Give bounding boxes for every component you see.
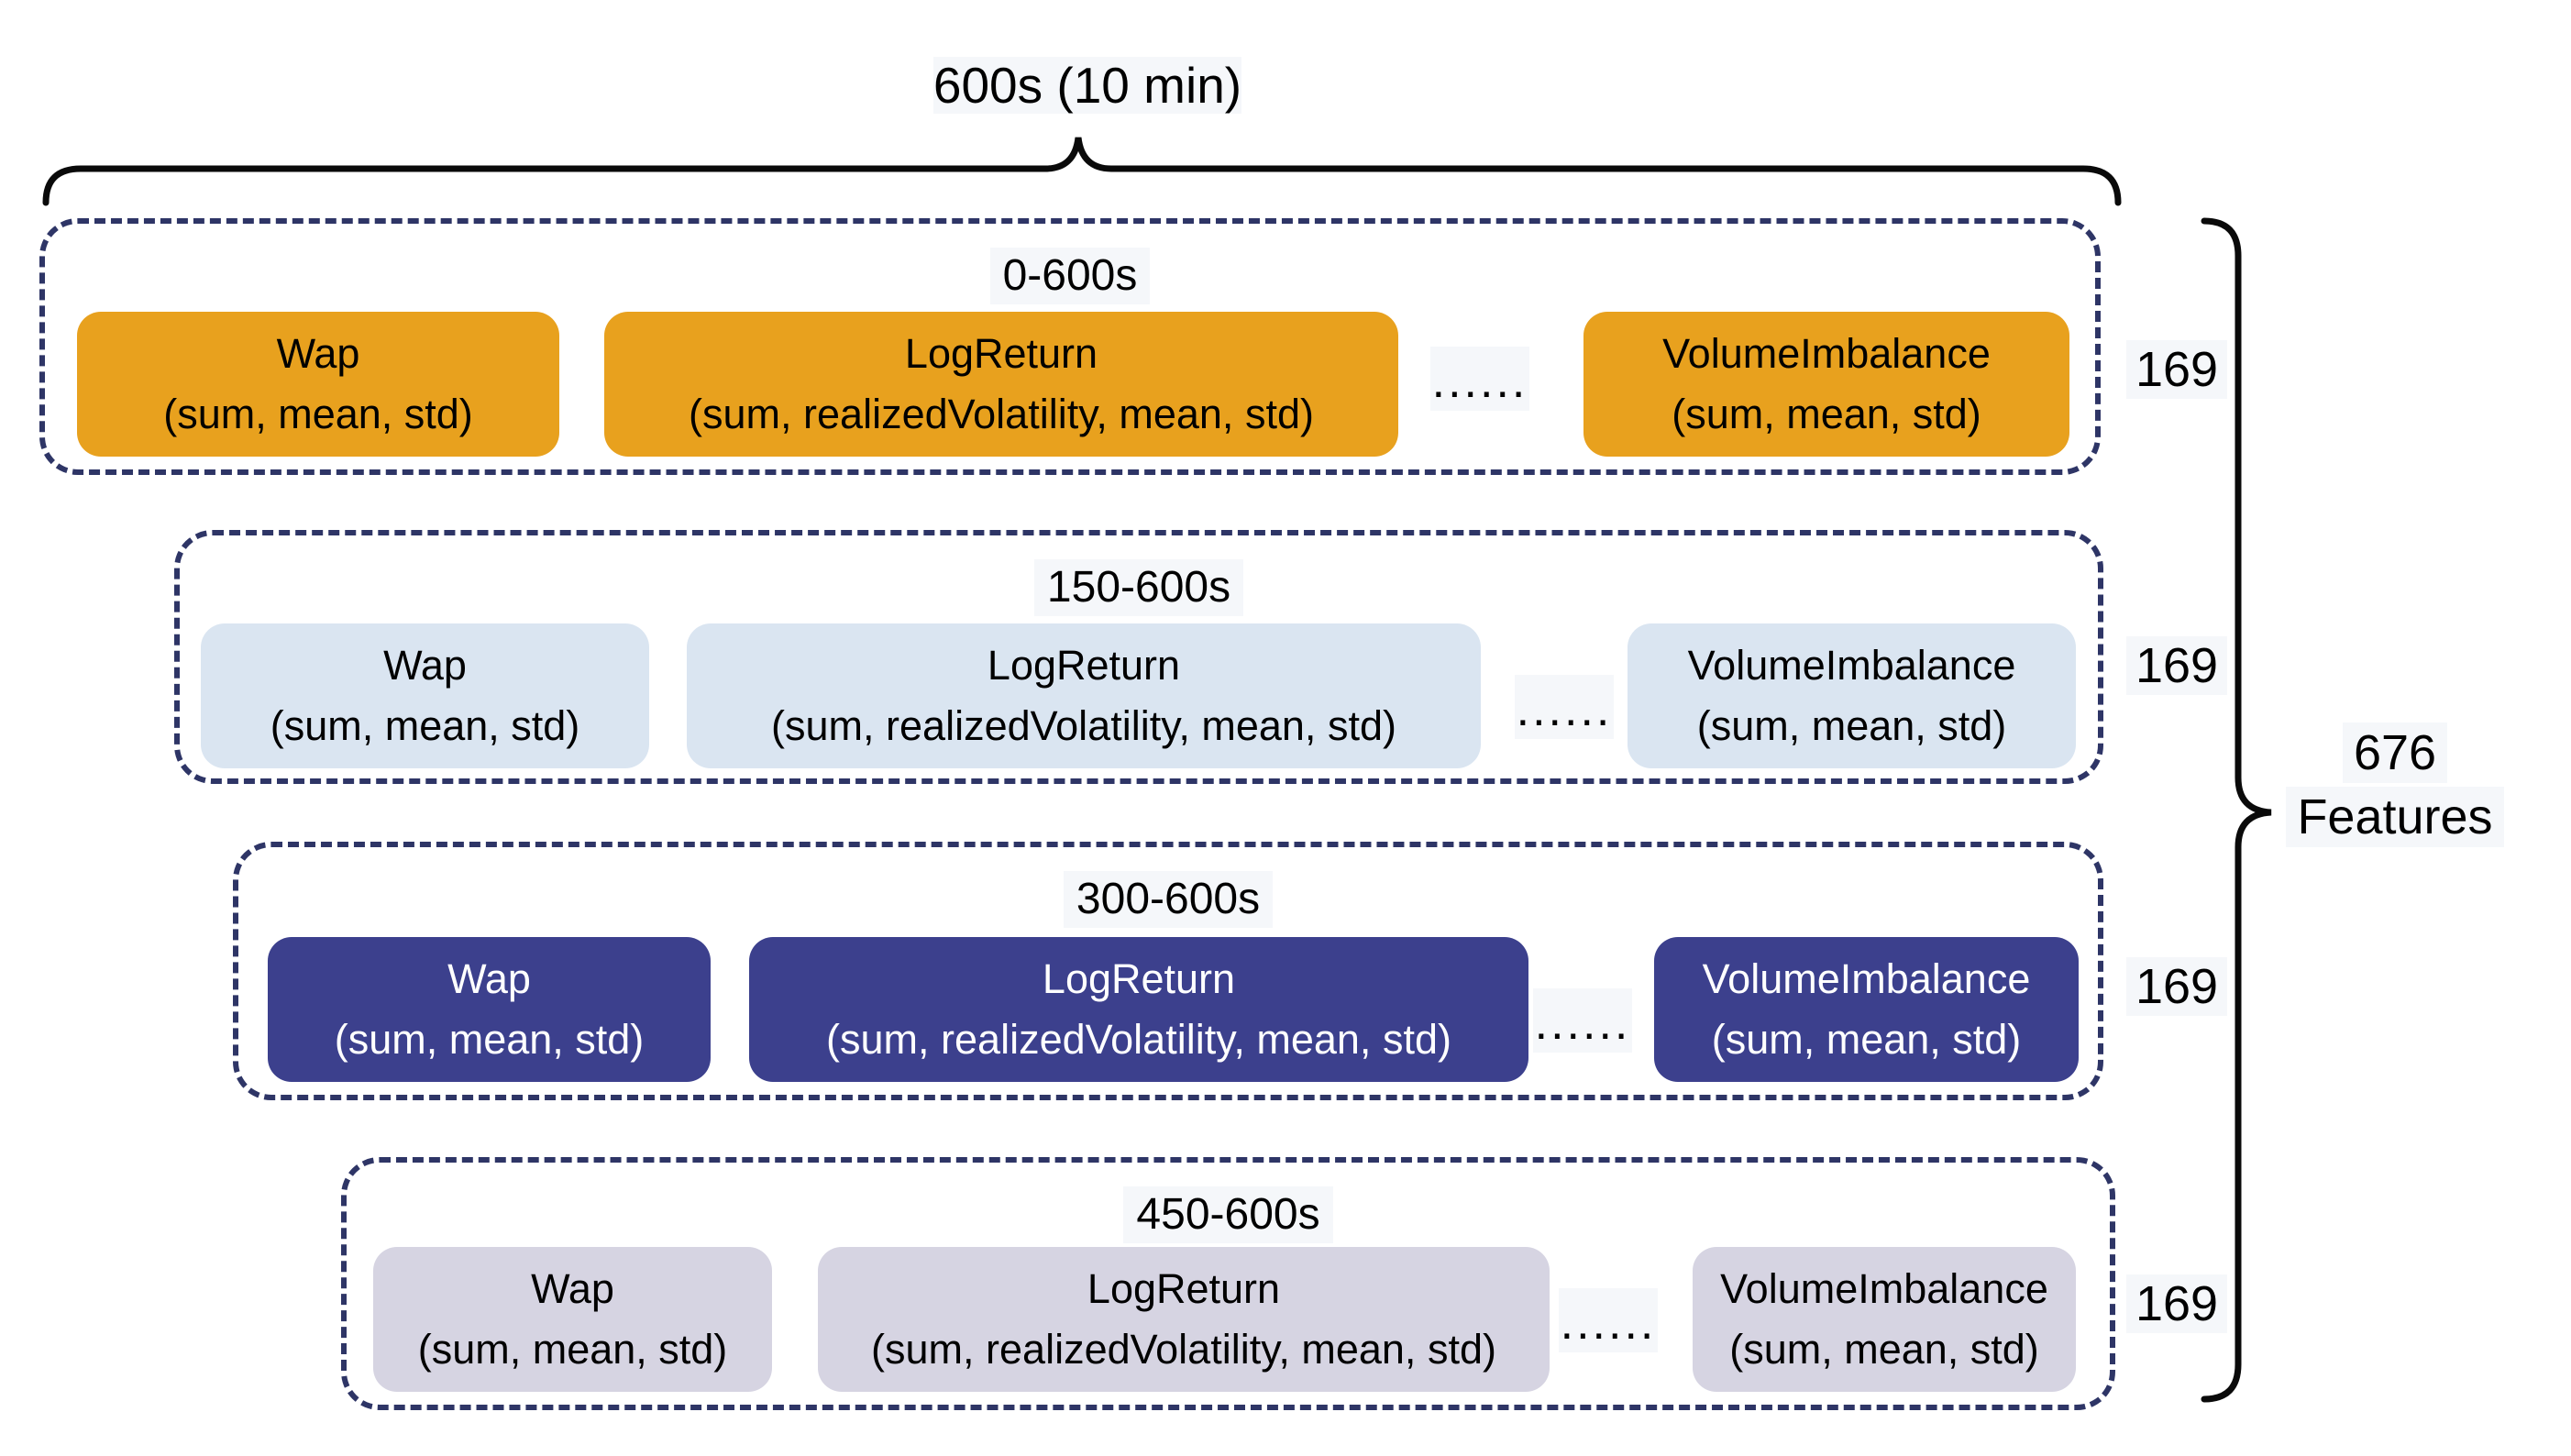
feature-box-title: VolumeImbalance [1687,642,2016,689]
ellipsis-dots: ...... [1559,1288,1658,1352]
feature-box-title: LogReturn [904,330,1098,377]
feature-box-stats: (sum, realizedVolatility, mean, std) [689,391,1314,437]
top-brace-icon [42,137,2122,206]
feature-box-title: Wap [383,642,467,689]
total-features-label: 676 Features [2283,722,2507,851]
window-frame-450-600s: 450-600s [341,1157,2115,1410]
feature-box-stats: (sum, mean, std) [417,1326,728,1373]
feature-box-stats: (sum, mean, std) [270,702,580,749]
feature-box-stats: (sum, realizedVolatility, mean, std) [871,1326,1496,1373]
feature-box-stats: (sum, mean, std) [334,1016,645,1063]
feature-box-wap: Wap (sum, mean, std) [201,623,649,768]
feature-box-title: LogReturn [1087,1265,1281,1312]
feature-box-wap: Wap (sum, mean, std) [77,312,559,457]
feature-box-title: Wap [447,955,531,1002]
window-frame-150-600s: 150-600s [174,530,2103,784]
feature-box-title: VolumeImbalance [1662,330,1991,377]
feature-box-stats: (sum, mean, std) [1672,391,1981,437]
ellipsis-dots: ...... [1430,347,1529,411]
window-label: 450-600s [347,1186,2110,1243]
total-features-word: Features [2286,787,2504,847]
feature-box-stats: (sum, mean, std) [1696,702,2007,749]
right-brace-icon [2201,217,2272,1403]
feature-box-logreturn: LogReturn (sum, realizedVolatility, mean… [818,1247,1550,1392]
ellipsis-dots: ...... [1533,988,1632,1053]
window-frame-0-600s: 0-600s [39,218,2101,475]
window-label: 300-600s [238,871,2098,928]
feature-box-title: LogReturn [1042,955,1236,1002]
feature-box-title: Wap [531,1265,614,1312]
feature-box-volumeimbalance: VolumeImbalance (sum, mean, std) [1628,623,2076,768]
feature-box-volumeimbalance: VolumeImbalance (sum, mean, std) [1654,937,2079,1082]
feature-count-label: 169 [2125,957,2228,1016]
feature-count-label: 169 [2125,636,2228,695]
ellipsis-dots: ...... [1515,675,1614,739]
duration-label: 600s (10 min) [932,57,1242,114]
feature-box-title: Wap [276,330,360,377]
feature-count-label: 169 [2125,340,2228,399]
feature-box-logreturn: LogReturn (sum, realizedVolatility, mean… [604,312,1398,457]
window-frame-300-600s: 300-600s [233,842,2103,1100]
feature-box-stats: (sum, realizedVolatility, mean, std) [826,1016,1451,1063]
window-label: 150-600s [180,559,2098,616]
feature-box-logreturn: LogReturn (sum, realizedVolatility, mean… [749,937,1528,1082]
feature-box-wap: Wap (sum, mean, std) [268,937,711,1082]
feature-box-stats: (sum, mean, std) [1711,1016,2022,1063]
feature-box-volumeimbalance: VolumeImbalance (sum, mean, std) [1693,1247,2076,1392]
feature-box-wap: Wap (sum, mean, std) [373,1247,772,1392]
total-features-count: 676 [2342,722,2448,783]
feature-box-title: LogReturn [987,642,1181,689]
feature-box-title: VolumeImbalance [1702,955,2031,1002]
feature-box-stats: (sum, mean, std) [1729,1326,2039,1373]
window-label: 0-600s [45,248,2095,304]
feature-box-title: VolumeImbalance [1720,1265,2048,1312]
feature-count-label: 169 [2125,1274,2228,1333]
feature-box-stats: (sum, realizedVolatility, mean, std) [771,702,1396,749]
feature-box-logreturn: LogReturn (sum, realizedVolatility, mean… [687,623,1481,768]
feature-box-volumeimbalance: VolumeImbalance (sum, mean, std) [1583,312,2069,457]
feature-box-stats: (sum, mean, std) [163,391,473,437]
